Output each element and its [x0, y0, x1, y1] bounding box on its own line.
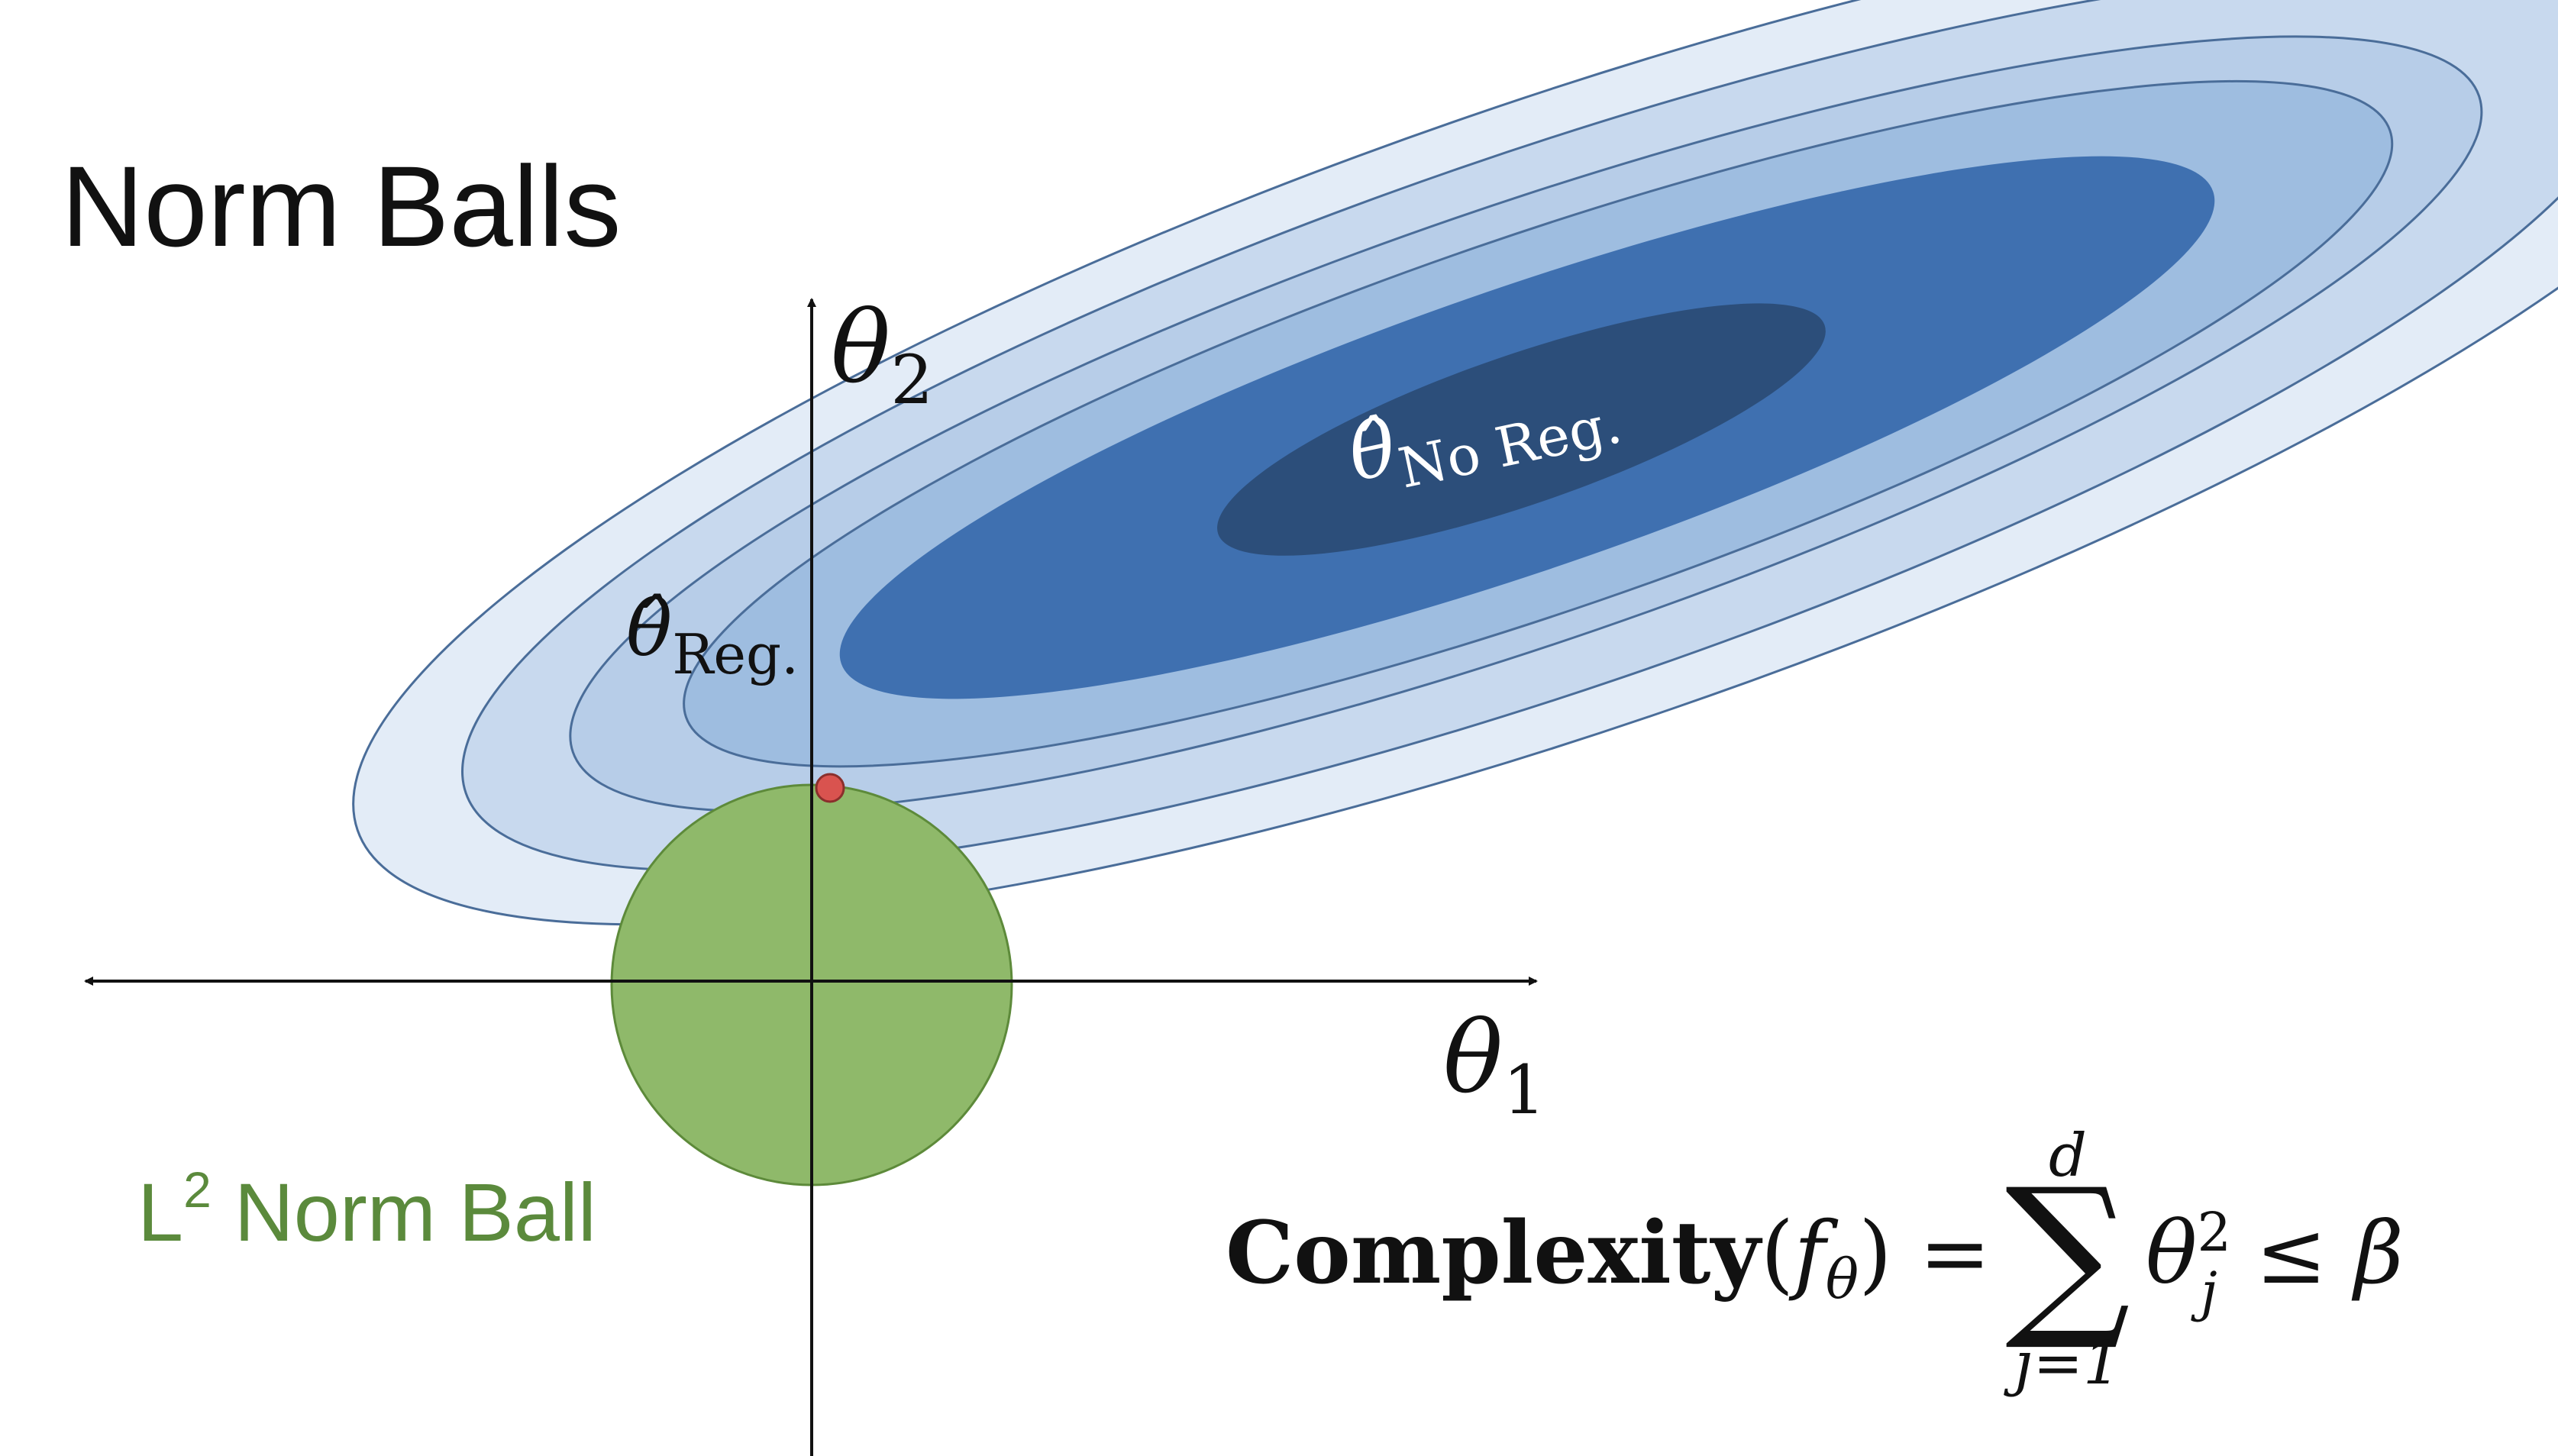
formula-close: ) =	[1859, 1204, 1991, 1303]
y-axis-label-var: θ	[831, 289, 890, 405]
y-axis-label: θ2	[831, 289, 933, 419]
x-axis-label: θ1	[1443, 999, 1545, 1129]
formula-rel: ≤ β	[2256, 1204, 2404, 1303]
x-axis-label-var: θ	[1443, 999, 1503, 1115]
y-axis-label-sub: 2	[890, 341, 933, 419]
x-axis-label-sub: 1	[1503, 1051, 1545, 1129]
norm-ball-label-sup: 2	[183, 1161, 212, 1218]
reg-label: θ̂Reg.	[626, 584, 799, 686]
formula-lhs: Complexity(fθ) =	[1226, 1203, 1991, 1311]
reg-label-sub: Reg.	[672, 622, 799, 686]
formula-open: (	[1761, 1204, 1794, 1303]
norm-ball-label: L2 Norm Ball	[137, 1161, 596, 1258]
norm-ball-label-prefix: L	[137, 1166, 183, 1258]
regularized-solution-point	[815, 773, 845, 803]
slide-title: Norm Balls	[61, 142, 621, 270]
loss-contours	[352, 0, 2558, 926]
formula-sum-bottom: j=1	[2003, 1329, 2120, 1398]
formula-f-sub: θ	[1826, 1247, 1859, 1311]
reg-label-var: θ̂	[626, 584, 672, 673]
formula-word: Complexity	[1226, 1203, 1763, 1303]
formula-term-var: θ	[2146, 1204, 2197, 1303]
contour-ellipse-6	[1217, 303, 1826, 556]
formula-sum-symbol: ∑	[2005, 1151, 2130, 1355]
formula-term-sup: 2	[2197, 1201, 2231, 1264]
norm-ball-label-suffix: Norm Ball	[212, 1166, 596, 1258]
formula-sum-top: d	[2049, 1122, 2087, 1190]
